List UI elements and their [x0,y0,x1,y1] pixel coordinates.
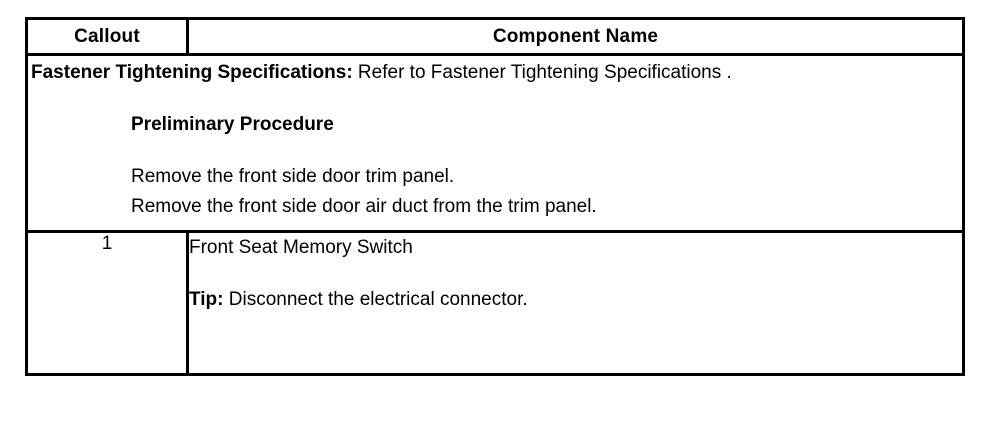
tip-text: Disconnect the electrical connector. [223,289,528,310]
spacer [189,263,962,285]
table-row: 1 Front Seat Memory Switch Tip: Disconne… [25,230,965,376]
spacer [31,88,956,110]
spacer [31,140,956,162]
column-header-callout-label: Callout [74,26,140,47]
fastener-specifications-line: Fastener Tightening Specifications: Refe… [31,58,956,88]
table-row: Fastener Tightening Specifications: Refe… [25,53,965,233]
component-tip-line: Tip: Disconnect the electrical connector… [189,285,962,315]
component-description-cell: Front Seat Memory Switch Tip: Disconnect… [186,230,965,376]
component-name: Front Seat Memory Switch [189,237,413,258]
preliminary-step: Remove the front side door air duct from… [131,196,597,217]
callout-number-cell: 1 [25,230,189,376]
table-body: Fastener Tightening Specifications: Refe… [25,53,965,376]
column-header-callout: Callout [25,17,189,56]
preliminary-procedure-heading: Preliminary Procedure [131,114,334,135]
tip-label: Tip: [189,289,224,310]
column-header-component-name: Component Name [186,17,965,56]
fastener-specifications-text: Refer to Fastener Tightening Specificati… [352,62,732,83]
table-header: Callout Component Name [25,17,965,56]
table-header-row: Callout Component Name [25,17,965,56]
component-spec-table: Callout Component Name Fastener Tighteni… [25,17,965,376]
column-header-component-name-label: Component Name [492,26,659,47]
callout-number: 1 [101,233,113,254]
preliminary-procedure-cell: Fastener Tightening Specifications: Refe… [25,53,965,233]
fastener-specifications-label: Fastener Tightening Specifications: [31,62,353,83]
preliminary-step: Remove the front side door trim panel. [131,166,455,187]
